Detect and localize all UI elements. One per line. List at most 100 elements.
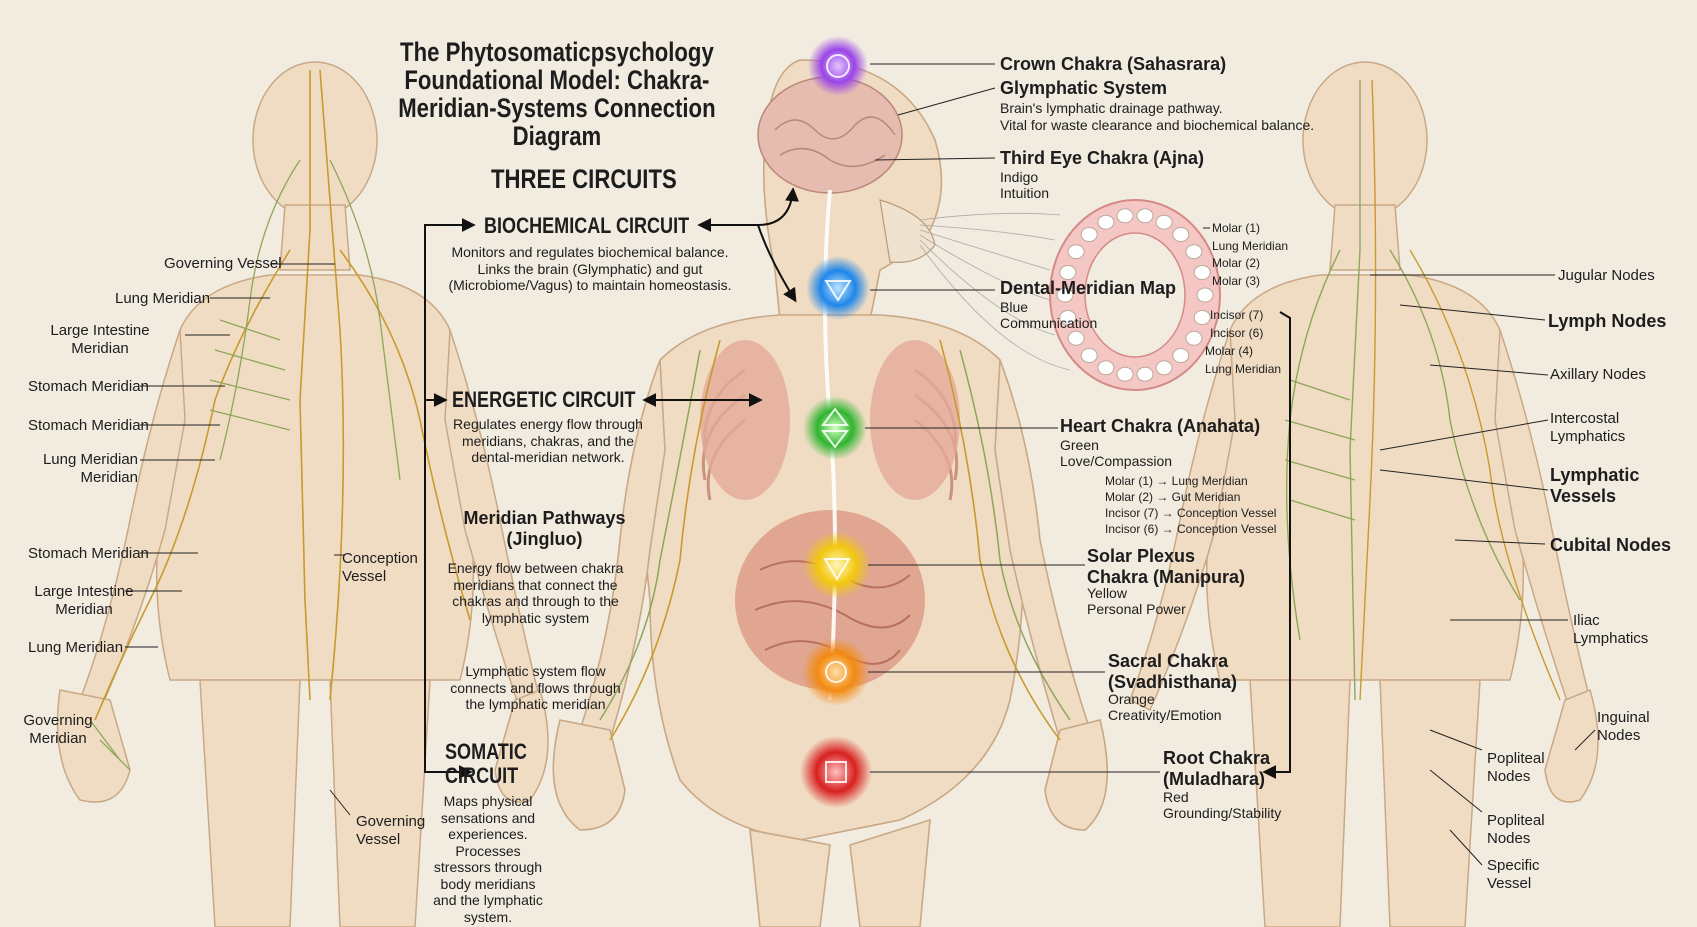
right-label-iliac-lymphatics: Iliac Lymphatics	[1573, 612, 1649, 647]
somatic-circuit-title: SOMATIC CIRCUIT	[445, 739, 527, 788]
tooth-label-incisor-7: Incisor (7)	[1210, 308, 1264, 322]
tooth	[1116, 208, 1134, 224]
tooth	[1196, 287, 1214, 303]
left-label-governing-vessel: Governing Vessel	[164, 255, 282, 272]
biochemical-circuit-title: BIOCHEMICAL CIRCUIT	[484, 213, 690, 238]
right-label-jugular-nodes: Jugular Nodes	[1558, 267, 1655, 284]
brain-folds	[774, 116, 896, 168]
crown-chakra-title: Crown Chakra (Sahasrara)	[1000, 54, 1227, 74]
left-label-lung-meridian-2: Lung Meridian	[28, 639, 124, 656]
left-label-conception-vessel: Conception Vessel	[342, 550, 418, 585]
left-label-large-intestine: Large Intestine Meridian	[50, 322, 150, 357]
sacral-chakra-title: Sacral Chakra (Svadhisthana)	[1108, 651, 1238, 693]
right-label-specific-vessel: Specific Vessel	[1487, 857, 1540, 892]
page-title: The Phytosomaticpsychology Foundational …	[398, 37, 716, 151]
left-label-large-intestine-2: Large Intestine Meridian	[34, 583, 134, 618]
tooth-label-lung-meridian-1: Lung Meridian	[1212, 239, 1289, 253]
left-label-stomach-1: Stomach Meridian	[28, 378, 149, 395]
tooth	[1056, 287, 1074, 303]
leader-lines	[125, 63, 1596, 866]
circuit-connectors	[424, 187, 1291, 779]
chakra-glows	[800, 36, 872, 808]
right-label-lymph-nodes: Lymph Nodes	[1548, 311, 1667, 331]
root-color: Red	[1163, 789, 1189, 805]
right-label-intercostal: Intercostal Lymphatics	[1550, 410, 1626, 445]
energetic-circuit-desc: Regulates energy flow through meridians,…	[453, 416, 643, 466]
left-label-governing-meridian: Governing Meridian	[23, 712, 93, 747]
tooth-label-molar-3: Molar (3)	[1212, 274, 1261, 288]
left-label-governing-vessel-2: Governing Vessel	[356, 813, 426, 848]
dental-mapping-4: Incisor (6) → Conception Vessel	[1105, 522, 1277, 536]
meridian-pathways-desc: Energy flow between chakra meridians tha…	[447, 560, 624, 626]
solar-plexus-chakra-title: Solar Plexus Chakra (Manipura)	[1087, 546, 1246, 588]
lungs-left	[700, 340, 790, 500]
chakra-symbols	[821, 54, 852, 783]
tooth	[1097, 214, 1115, 230]
energetic-circuit-title: ENERGETIC CIRCUIT	[452, 387, 636, 412]
left-figure-meridians	[94, 69, 471, 721]
right-figure-meridians	[1359, 79, 1561, 701]
tooth-label-molar-2: Molar (2)	[1212, 256, 1261, 270]
sacral-color: Orange	[1108, 691, 1155, 707]
circuits-heading: THREE CIRCUITS	[491, 164, 677, 194]
dental-teeth	[1056, 208, 1214, 382]
tooth	[1136, 366, 1154, 382]
tooth-label-molar-4: Molar (4)	[1205, 344, 1254, 358]
root-chakra-title: Root Chakra (Muladhara)	[1163, 748, 1271, 790]
tooth-label-molar-1: Molar (1)	[1212, 221, 1261, 235]
throat-color: Blue	[1000, 299, 1029, 315]
tooth	[1155, 214, 1173, 230]
left-figure-lymph	[89, 159, 401, 771]
lungs-right	[870, 340, 960, 500]
right-figure	[1129, 61, 1599, 927]
crown-chakra-icon	[808, 36, 868, 96]
right-label-lymphatic-vessels: Lymphatic Vessels	[1550, 465, 1640, 507]
somatic-circuit-desc: Maps physical sensations and experiences…	[433, 793, 543, 925]
tooth	[1067, 244, 1085, 260]
tooth	[1116, 366, 1134, 382]
dental-arch	[1049, 199, 1221, 391]
dental-meridian-title: Dental-Meridian Map	[1000, 278, 1177, 298]
heart-chakra-icon	[803, 396, 867, 460]
meridian-pathways-title: Meridian Pathways (Jingluo)	[463, 508, 626, 550]
dental-mapping-3: Incisor (7) → Conception Vessel	[1105, 506, 1277, 520]
right-label-inguinal-nodes: Inguinal Nodes	[1597, 709, 1650, 744]
tooth	[1059, 265, 1077, 280]
tooth-label-lung-meridian-2: Lung Meridian	[1205, 362, 1282, 376]
tooth-label-incisor-6: Incisor (6)	[1210, 326, 1264, 340]
heart-color: Green	[1060, 437, 1099, 453]
lymph-flow-note: Lymphatic system flow connects and flows…	[450, 663, 621, 713]
tooth	[1155, 360, 1173, 376]
right-label-popliteal-nodes-2: Popliteal Nodes	[1487, 812, 1545, 847]
tooth	[1080, 227, 1098, 242]
tooth	[1136, 208, 1154, 224]
dental-mapping-2: Molar (2) → Gut Meridian	[1105, 490, 1241, 504]
left-label-lung-meridian: Lung Meridian	[115, 290, 211, 307]
tooth	[1185, 244, 1203, 260]
solar-plexus-quality: Personal Power	[1087, 601, 1186, 617]
root-chakra-icon	[800, 736, 872, 808]
right-label-cubital-nodes: Cubital Nodes	[1550, 535, 1672, 555]
root-quality: Grounding/Stability	[1163, 805, 1282, 821]
face-to-teeth-lines	[919, 212, 1071, 371]
left-label-lung-meridian-meridian: Lung Meridian Meridian	[42, 451, 138, 486]
right-label-popliteal-nodes-1: Popliteal Nodes	[1487, 750, 1545, 785]
glymphatic-line-1: Brain's lymphatic drainage pathway.	[1000, 100, 1223, 116]
intestines	[735, 510, 925, 690]
center-lymph	[599, 349, 1071, 721]
right-label-axillary-nodes: Axillary Nodes	[1550, 366, 1646, 383]
heart-quality: Love/Compassion	[1060, 453, 1173, 469]
tooth	[1080, 348, 1098, 363]
third-eye-color: Indigo	[1000, 169, 1039, 185]
solar-plexus-color: Yellow	[1087, 585, 1127, 601]
tooth	[1067, 330, 1085, 346]
throat-chakra-icon	[806, 256, 870, 320]
glymphatic-title: Glymphatic System	[1000, 78, 1168, 98]
left-figure	[56, 61, 549, 927]
dental-mapping-1: Molar (1) → Lung Meridian	[1105, 474, 1248, 488]
glymphatic-line-2: Vital for waste clearance and biochemica…	[1000, 117, 1315, 133]
tooth	[1097, 360, 1115, 376]
sacral-quality: Creativity/Emotion	[1108, 707, 1222, 723]
